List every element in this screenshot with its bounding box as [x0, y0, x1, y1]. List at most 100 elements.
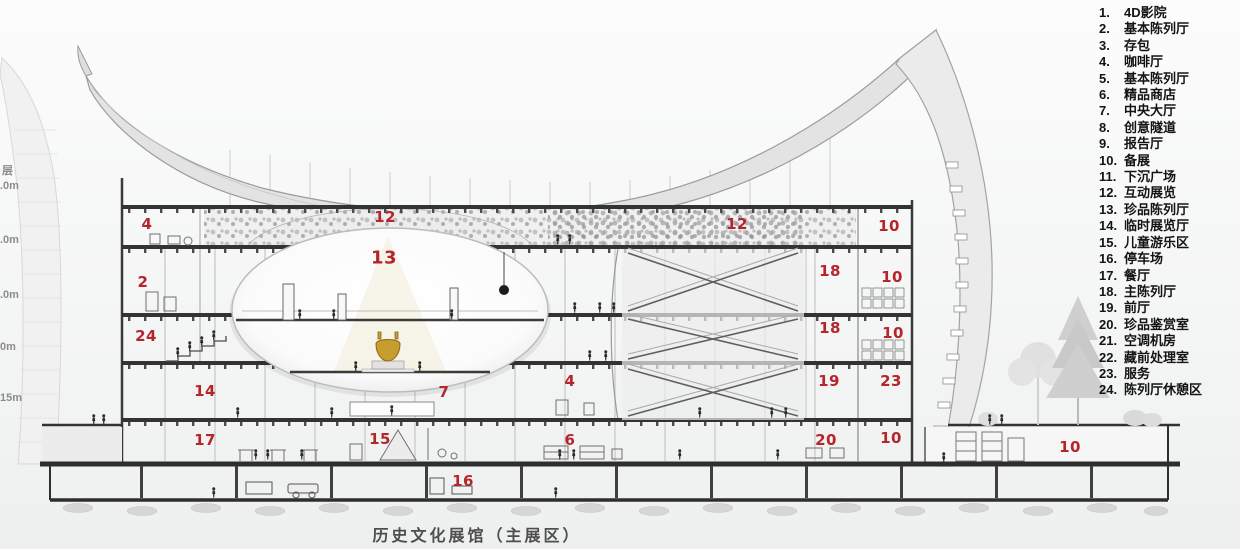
legend-item: 19. 前厅	[1099, 300, 1239, 316]
legend-item-label: 临时展览厅	[1124, 218, 1190, 234]
legend-item-label: 基本陈列厅	[1124, 70, 1190, 86]
legend-item-label: 咖啡厅	[1124, 54, 1164, 70]
legend-item-label: 互动展览	[1124, 185, 1177, 201]
elevation-label: 0m	[0, 341, 16, 353]
legend-item-number: 10.	[1099, 152, 1118, 168]
legend-item: 4.咖啡厅	[1099, 54, 1239, 70]
shrub	[1123, 410, 1147, 426]
legend-item: 8. 创意隧道	[1099, 120, 1239, 136]
roof-shell	[77, 28, 938, 227]
legend-item-label: 餐厅	[1124, 267, 1151, 283]
elevation-label: 15m	[0, 392, 23, 404]
neighbor-building	[0, 56, 62, 465]
lounge-stairs	[166, 336, 227, 362]
legend-item: 7. 中央大厅	[1099, 103, 1239, 119]
escalators	[622, 247, 804, 420]
legend-item-number: 23.	[1099, 365, 1118, 381]
legend-item-number: 21.	[1099, 333, 1118, 349]
ground-stones	[62, 503, 1169, 516]
legend-item-number: 15.	[1099, 234, 1118, 250]
legend-item: 20. 珍品鉴赏室	[1099, 317, 1239, 333]
legend-item-label: 服务	[1124, 365, 1151, 381]
legend-item: 15. 儿童游乐区	[1099, 235, 1239, 251]
legend-item-label: 停车场	[1124, 251, 1164, 267]
legend-item: 5. 基本陈列厅	[1099, 71, 1239, 87]
legend-item-label: 珍品鉴赏室	[1124, 316, 1190, 332]
legend-item-label: 4D影院	[1124, 5, 1167, 20]
legend-item: 24. 陈列厅休憩区	[1099, 382, 1239, 398]
legend-item-number: 12.	[1099, 185, 1118, 201]
legend-item: 17. 餐厅	[1099, 268, 1239, 284]
legend-item-label: 前厅	[1124, 300, 1151, 316]
annex-shelves	[955, 431, 1025, 462]
site-ground	[40, 423, 1180, 516]
legend-item: 6. 精品商店	[1099, 87, 1239, 103]
legend-item-number: 8.	[1099, 119, 1110, 135]
room-fixtures	[145, 233, 845, 461]
legend-item-number: 19.	[1099, 300, 1118, 316]
legend-item-number: 24.	[1099, 382, 1118, 398]
legend-item-number: 9.	[1099, 136, 1110, 152]
legend-item-label: 藏前处理室	[1124, 349, 1190, 365]
legend-item: 9. 报告厅	[1099, 136, 1239, 152]
basement-columns	[140, 466, 1093, 498]
elevation-label: .0m	[0, 180, 19, 192]
legend-item-number: 22.	[1099, 349, 1118, 365]
elevation-label: .0m	[0, 289, 19, 301]
spotlight-beam	[334, 236, 446, 371]
display-cases	[282, 283, 459, 321]
legend-item-label: 创意隧道	[1124, 119, 1177, 135]
legend-item-label: 珍品陈列厅	[1124, 201, 1190, 217]
legend-item-number: 1.	[1099, 5, 1110, 20]
pendant-lamp	[499, 252, 509, 295]
legend-item: 1. 4D影院	[1099, 5, 1239, 21]
legend-item-number: 2.	[1099, 21, 1110, 37]
legend-item: 23. 服务	[1099, 366, 1239, 382]
basement-equipment	[245, 477, 473, 499]
legend-item-label: 精品商店	[1124, 87, 1177, 103]
legend-item-label: 主陈列厅	[1124, 283, 1177, 299]
sheet-title: 历史文化展馆（主展区）	[372, 528, 582, 545]
legend-item-number: 14.	[1099, 218, 1118, 234]
legend-item-number: 16.	[1099, 251, 1118, 267]
legend-item-label: 陈列厅休憩区	[1124, 382, 1203, 398]
legend-item-label: 下沉广场	[1124, 169, 1177, 185]
gold-vessel-exhibit	[361, 331, 415, 373]
legend-item: 22. 藏前处理室	[1099, 350, 1239, 366]
service-shelf-grids	[861, 287, 905, 361]
elevation-label: 层	[2, 165, 13, 177]
legend-item-number: 11.	[1099, 169, 1117, 185]
legend-item: 11. 下沉广场	[1099, 169, 1239, 185]
legend-item-number: 7.	[1099, 103, 1110, 119]
room-legend: 1. 4D影院 2. 基本陈列厅 3. 存包 4.咖啡厅 5. 基本陈列厅 6. 精品商店…	[1099, 5, 1239, 399]
legend-item: 21. 空调机房	[1099, 333, 1239, 349]
legend-item: 13. 珍品陈列厅	[1099, 202, 1239, 218]
legend-item: 14. 临时展览厅	[1099, 218, 1239, 234]
central-ellipse-hall	[229, 227, 551, 397]
legend-item: 12. 互动展览	[1099, 185, 1239, 201]
elevation-label: .0m	[0, 234, 19, 246]
legend-item: 16. 停车场	[1099, 251, 1239, 267]
legend-item-label: 中央大厅	[1124, 103, 1177, 119]
legend-item-number: 6.	[1099, 87, 1110, 103]
legend-item-number: 18.	[1099, 283, 1118, 299]
legend-item: 18. 主陈列厅	[1099, 284, 1239, 300]
legend-item-label: 基本陈列厅	[1124, 21, 1190, 37]
legend-item-number: 3.	[1099, 37, 1110, 53]
legend-item: 10. 备展	[1099, 153, 1239, 169]
sail-rungs	[933, 161, 969, 433]
legend-item-label: 备展	[1124, 152, 1151, 168]
legend-item-number: 20.	[1099, 316, 1118, 332]
legend-item-label: 儿童游乐区	[1124, 234, 1190, 250]
legend-item: 3. 存包	[1099, 38, 1239, 54]
shrub	[1142, 413, 1162, 427]
legend-item-number: 17.	[1099, 267, 1118, 283]
legend-item-label: 存包	[1124, 37, 1151, 53]
legend-item-label: 报告厅	[1124, 136, 1164, 152]
shrub	[978, 412, 998, 426]
legend-item-number: 5.	[1099, 70, 1110, 86]
legend-item-label: 空调机房	[1124, 333, 1177, 349]
legend-item-number: 13.	[1099, 201, 1118, 217]
trees	[978, 296, 1162, 427]
